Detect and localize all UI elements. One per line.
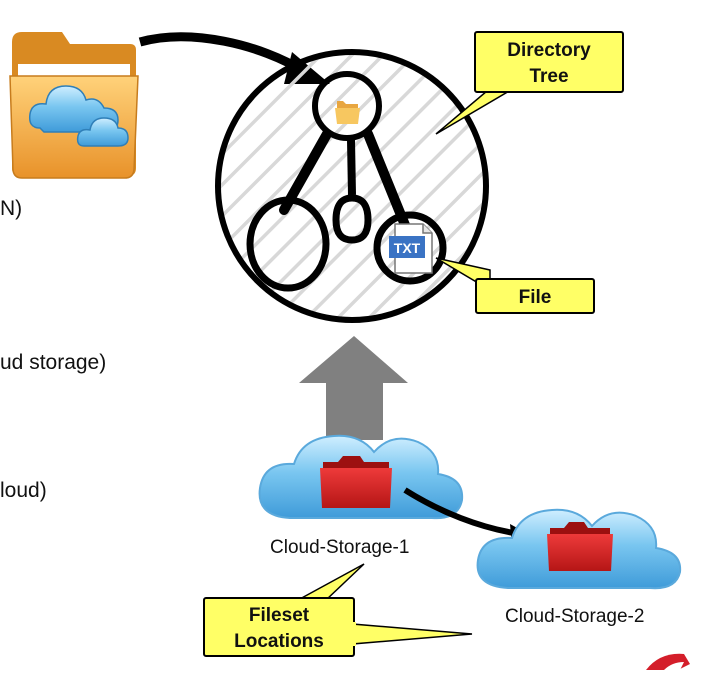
file-callout: File (435, 257, 595, 314)
left-text-fragment-2: ud storage) (0, 351, 107, 374)
directory-tree-callout: Directory Tree (435, 31, 624, 135)
logo-fragment (646, 653, 690, 670)
directory-tree-callout-line2: Tree (529, 66, 568, 87)
cloud-storage-2-label: Cloud-Storage-2 (505, 606, 645, 627)
txt-file-label: TXT (394, 240, 421, 256)
storage-link-arrow (403, 487, 521, 537)
left-text-fragment-1: N) (0, 197, 23, 220)
left-text-fragment-3: loud) (0, 479, 47, 502)
cloud-storage-2-icon (476, 508, 682, 590)
txt-file-icon: TXT (389, 223, 433, 274)
curved-arrow (138, 32, 308, 76)
cloud-folder-icon (9, 32, 139, 179)
directory-tree-callout-line1: Directory (507, 40, 591, 61)
cloud-storage-1-icon (258, 434, 464, 520)
fileset-callout-line2: Locations (234, 631, 324, 652)
fileset-locations-callout: Fileset Locations (203, 563, 473, 657)
up-arrow (299, 336, 408, 440)
folder-icon (335, 101, 360, 124)
cloud-storage-1-label: Cloud-Storage-1 (270, 537, 410, 558)
fileset-callout-line1: Fileset (249, 605, 310, 626)
directory-tree-circle (215, 49, 489, 323)
file-callout-label: File (519, 287, 552, 308)
